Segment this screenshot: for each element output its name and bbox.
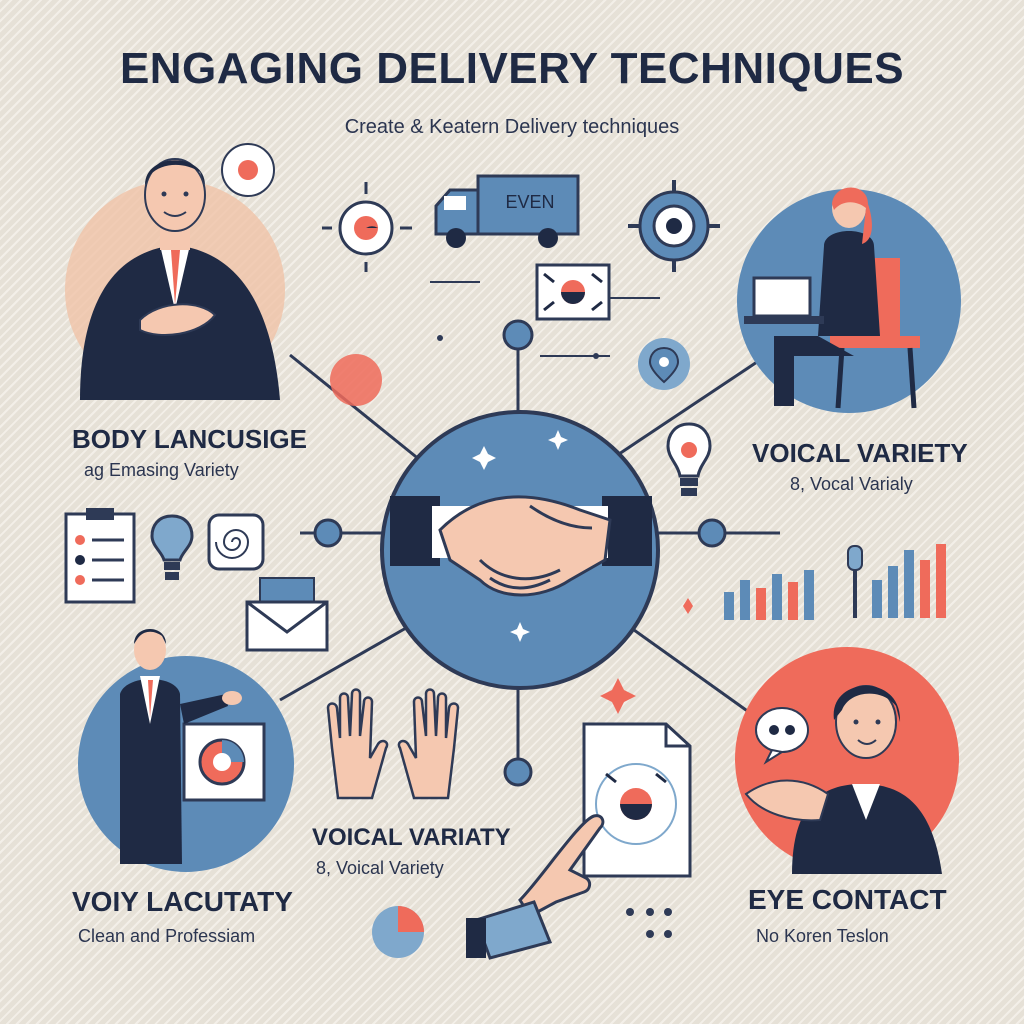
target-icon [322, 182, 412, 272]
spiral-icon [207, 513, 265, 571]
page-subtitle: Create & Keatern Delivery techniques [344, 116, 680, 138]
flag-icon [535, 263, 611, 321]
node-left [313, 518, 343, 548]
section-title-top-left: Body Lancusige [72, 424, 307, 454]
section-subtitle-top-right: 8, Vocal Varialy [790, 474, 913, 494]
compass-wheel-icon [628, 180, 720, 272]
lightbulb-icon [666, 422, 712, 496]
bar-chart-icon [724, 570, 814, 620]
section-subtitle-top-left: ag Emasing Variety [84, 460, 239, 480]
location-pin-icon [638, 338, 690, 390]
pie-badge-icon [372, 906, 424, 958]
raised-hands-icon [326, 688, 460, 800]
document-pointer-icon [582, 722, 692, 878]
section-title-center-bottom: Voical Variaty [312, 824, 511, 851]
laptop-woman-illustration [737, 187, 961, 413]
envelope-icon [245, 577, 329, 652]
page-title: Engaging Delivery Techniques [119, 44, 905, 93]
section-title-top-right: Voical Variety [752, 438, 968, 468]
section-subtitle-center-bottom: 8, Voical Variety [316, 858, 444, 878]
handshake-illustration [380, 410, 660, 690]
lightbulb-left-icon [150, 514, 194, 580]
truck-icon [434, 174, 580, 248]
checklist-icon [64, 508, 136, 604]
node-top [502, 319, 534, 351]
node-upper-left [330, 354, 382, 406]
presenter-man-illustration [78, 629, 294, 872]
microphone-bars-icon [847, 544, 946, 618]
section-subtitle-bottom-left: Clean and Professiam [78, 926, 256, 946]
eye-contact-woman-illustration [735, 647, 959, 874]
section-subtitle-bottom-right: No Koren Teslon [756, 926, 889, 946]
speaker-man-illustration [65, 143, 285, 400]
section-title-bottom-left: Voiy Lacutaty [72, 886, 293, 917]
node-bottom [503, 757, 533, 787]
section-title-bottom-right: Eye Contact [748, 884, 947, 915]
pointing-hand-icon [466, 814, 605, 960]
node-right [697, 518, 727, 548]
truck-sign: EVEN [505, 192, 555, 212]
